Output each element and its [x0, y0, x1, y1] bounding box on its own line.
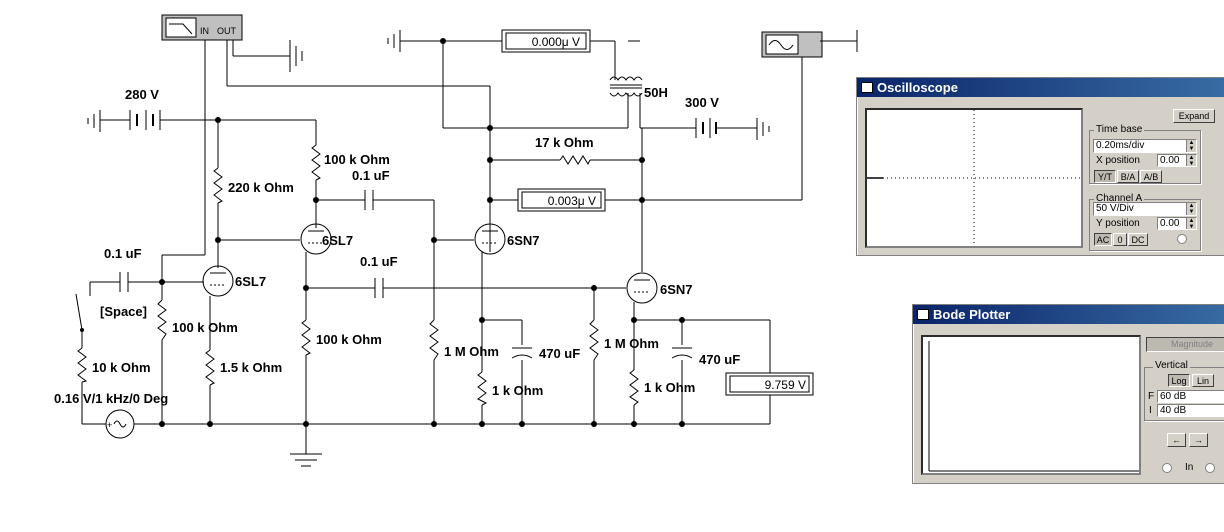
initial-label: I [1149, 405, 1152, 416]
lin-button[interactable]: Lin [1192, 374, 1214, 387]
oscilloscope-screen [865, 108, 1083, 248]
battery-280v [129, 110, 161, 130]
window-icon [861, 82, 873, 93]
resistor-1k-a-label: 1 k Ohm [492, 383, 543, 398]
signal-source-label: 0.16 V/1 kHz/0 Deg [54, 391, 168, 406]
ac-source-symbol: + [105, 409, 135, 439]
time-base-field[interactable]: 0.20ms/div▲▼ [1093, 139, 1197, 153]
switch-key-label: [Space] [100, 304, 147, 319]
capacitors [119, 190, 693, 359]
resistor-zigzags [77, 144, 639, 406]
resistor-100k-grid-label: 100 k Ohm [172, 320, 238, 335]
channel-a-scale-field[interactable]: 50 V/Div▲▼ [1093, 202, 1197, 216]
voltmeter-middle-reading: 0.003μ V [548, 194, 596, 208]
bode-plotter-window[interactable]: Bode Plotter Magnitude Vertical Log Lin … [912, 304, 1224, 484]
tube-v3-label: 6SN7 [507, 233, 540, 248]
expand-button[interactable]: Expand [1173, 109, 1215, 123]
battery-300v [695, 118, 717, 138]
oscilloscope-title: Oscilloscope [877, 80, 958, 95]
voltmeter-output-reading: 9.759 V [765, 378, 806, 392]
resistor-100k-plate-label: 100 k Ohm [324, 152, 390, 167]
in-terminal-icon[interactable] [1162, 463, 1172, 473]
oscilloscope-graticule [867, 110, 1081, 246]
coupling-zero-button[interactable]: 0 [1113, 233, 1127, 246]
final-value-field[interactable]: 60 dB [1157, 390, 1224, 403]
ground-symbols [87, 30, 858, 467]
channel-a-label: Channel A [1094, 193, 1145, 204]
voltmeter-output: 9.759 V [725, 372, 814, 396]
bode-out-terminal-label: OUT [217, 26, 237, 36]
tube-symbols [202, 223, 658, 304]
ground-terminal-icon[interactable] [1177, 234, 1187, 244]
svg-text:+: + [107, 420, 112, 430]
oscilloscope-title-bar[interactable]: Oscilloscope [857, 78, 1224, 97]
window-icon [917, 309, 929, 320]
voltmeter-middle: 0.003μ V [517, 188, 606, 212]
tube-v4-label: 6SN7 [660, 282, 693, 297]
bode-screen [921, 335, 1141, 475]
bode-title-bar[interactable]: Bode Plotter [913, 305, 1224, 324]
transformer-label: 50H [644, 85, 668, 100]
supply-300v-label: 300 V [685, 95, 719, 110]
in-terminal-label: In [1185, 462, 1194, 473]
time-base-label: Time base [1094, 124, 1145, 135]
spin-arrows-icon: ▲▼ [1186, 155, 1196, 167]
magnitude-button[interactable]: Magnitude [1146, 337, 1224, 352]
resistor-1m-b-label: 1 M Ohm [604, 336, 659, 351]
space-switch[interactable] [75, 293, 84, 332]
cap-470-a-label: 470 uF [539, 346, 580, 361]
initial-value-field[interactable]: 40 dB [1157, 404, 1224, 417]
arrow-left-button[interactable]: ← [1167, 433, 1186, 447]
circuit-schematic: IN OUT [54, 14, 858, 467]
mode-ba-button[interactable]: B/A [1117, 170, 1139, 183]
voltmeter-top: 0.000μ V [501, 29, 591, 53]
supply-280v-label: 280 V [125, 87, 159, 102]
arrow-right-button[interactable]: → [1189, 433, 1208, 447]
resistor-1m-a-label: 1 M Ohm [444, 344, 499, 359]
transformer-50h [609, 76, 643, 100]
voltmeter-top-reading: 0.000μ V [532, 35, 580, 49]
cap-470-b-label: 470 uF [699, 352, 740, 367]
bode-plotter-instrument[interactable]: IN OUT [161, 14, 243, 41]
spin-arrows-icon: ▲▼ [1186, 140, 1196, 152]
y-position-field[interactable]: 0.00▲▼ [1157, 217, 1197, 230]
cap-couple-top-label: 0.1 uF [352, 168, 390, 183]
final-label: F [1148, 391, 1155, 402]
mode-yt-button[interactable]: Y/T [1094, 170, 1116, 183]
cap-couple-mid-label: 0.1 uF [360, 254, 398, 269]
time-base-group [1089, 130, 1201, 184]
resistor-100k-cathode-label: 100 k Ohm [316, 332, 382, 347]
coupling-dc-button[interactable]: DC [1128, 233, 1148, 246]
bode-in-terminal-label: IN [200, 26, 209, 36]
log-button[interactable]: Log [1168, 374, 1190, 387]
resistor-1k-b-label: 1 k Ohm [644, 380, 695, 395]
mode-ab-button[interactable]: A/B [1140, 170, 1162, 183]
junction-dots [159, 38, 685, 427]
spin-arrows-icon: ▲▼ [1186, 203, 1196, 215]
x-position-field[interactable]: 0.00▲▼ [1157, 154, 1197, 167]
bode-graph-axes [928, 341, 1139, 472]
channel-a-group [1089, 199, 1201, 251]
spin-arrows-icon: ▲▼ [1186, 218, 1196, 230]
y-position-label: Y position [1096, 218, 1140, 229]
coupling-ac-button[interactable]: AC [1094, 233, 1112, 246]
oscilloscope-instrument[interactable] [761, 31, 823, 58]
wires [81, 40, 857, 454]
cap-input-label: 0.1 uF [104, 246, 142, 261]
oscilloscope-window[interactable]: Oscilloscope Expand Time base 0.20ms/div… [856, 77, 1224, 256]
bode-title: Bode Plotter [933, 307, 1011, 322]
resistor-1-5k-label: 1.5 k Ohm [220, 360, 282, 375]
vertical-label: Vertical [1153, 360, 1190, 371]
tube-v2-label: 6SL7 [322, 233, 353, 248]
out-terminal-icon[interactable] [1205, 463, 1215, 473]
x-position-label: X position [1096, 155, 1140, 166]
resistor-220k-label: 220 k Ohm [228, 180, 294, 195]
tube-v1-label: 6SL7 [235, 274, 266, 289]
resistor-10k-label: 10 k Ohm [92, 360, 151, 375]
resistor-17k-label: 17 k Ohm [535, 135, 594, 150]
